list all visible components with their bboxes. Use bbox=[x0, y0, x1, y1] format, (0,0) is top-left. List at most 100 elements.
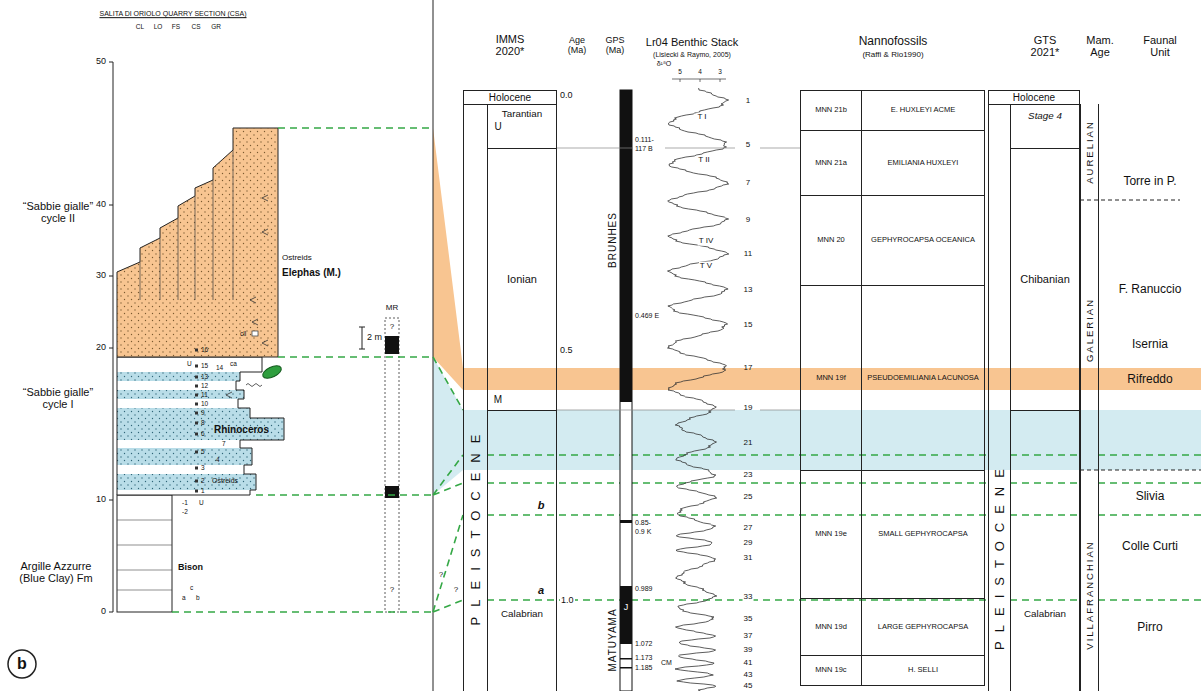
annotation-label: Bison bbox=[178, 563, 203, 573]
annotation-label: Slivia bbox=[1136, 490, 1165, 503]
layer-rect bbox=[620, 520, 632, 523]
series-column: PLEISTOCENE bbox=[988, 104, 1011, 691]
annotation-label: 2 m bbox=[367, 333, 382, 343]
annotation-label: 7 bbox=[222, 440, 226, 447]
annotation-label: a bbox=[538, 584, 544, 596]
drawn-line bbox=[226, 195, 268, 398]
layer-rect bbox=[117, 418, 284, 440]
box-label: Ionian bbox=[507, 273, 537, 285]
zone-name: SMALL GEPHYROCAPSA bbox=[861, 471, 984, 598]
annotation-label: 5 bbox=[201, 448, 205, 455]
boundary-rule bbox=[557, 148, 800, 410]
annotation-label: b bbox=[538, 499, 545, 511]
rule-line bbox=[113, 62, 114, 612]
layer-rect bbox=[620, 90, 632, 402]
box-label: AURELIAN bbox=[1084, 120, 1094, 184]
annotation-label: 0.9 K bbox=[634, 528, 652, 536]
layer-rect bbox=[252, 331, 258, 336]
layer-rect bbox=[117, 372, 240, 381]
annotation-label: 11 bbox=[201, 391, 208, 398]
magnetic-column bbox=[359, 318, 399, 612]
annotation-label: 15 bbox=[744, 321, 753, 330]
zone-code: MNN 19f bbox=[801, 286, 861, 470]
annotation-label: GR bbox=[211, 23, 221, 30]
annotation-label: δ¹⁸O bbox=[657, 60, 672, 68]
annotation-label: 31 bbox=[744, 554, 753, 563]
mammal-age-box: AURELIAN bbox=[1080, 104, 1099, 201]
layer-rect bbox=[117, 390, 244, 399]
annotation-label: ca bbox=[230, 360, 237, 367]
box-label: Chibanian bbox=[1020, 273, 1070, 285]
annotation-label: T I bbox=[696, 113, 707, 122]
annotation-label: T IV bbox=[698, 237, 715, 246]
zone-name: LARGE GEPHYROCAPSA bbox=[861, 599, 984, 655]
annotation-label: 0 bbox=[101, 607, 106, 617]
annotation-label: 2 bbox=[201, 477, 205, 484]
annotation-label: 0.111- bbox=[634, 136, 655, 144]
annotation-label: 13 bbox=[201, 373, 208, 380]
annotation-label: (Raffi & Rio1990) bbox=[862, 51, 923, 60]
annotation-label: 4 bbox=[698, 68, 702, 75]
annotation-label: 1.072 bbox=[634, 640, 654, 648]
layer-rect bbox=[117, 490, 250, 495]
box-label: PLEISTOCENE bbox=[992, 460, 1006, 650]
annotation-label: 41 bbox=[744, 659, 753, 668]
layer-rect bbox=[117, 357, 262, 372]
annotation-label: Nannofossils bbox=[859, 35, 928, 48]
zone-code: MNN 19d bbox=[801, 599, 861, 655]
layer-rect bbox=[117, 440, 240, 448]
box-label: Tarantian bbox=[488, 109, 556, 120]
annotation-label: “Sabbie gialle” cycle I bbox=[10, 386, 106, 410]
layer-rect bbox=[117, 474, 256, 490]
annotation-label: Elephas (M.) bbox=[282, 267, 341, 278]
layer-rect bbox=[385, 336, 399, 354]
band-shape bbox=[433, 128, 463, 390]
annotation-label: 27 bbox=[744, 524, 753, 533]
annotation-label: 40 bbox=[96, 200, 106, 210]
drawn-line bbox=[195, 349, 198, 493]
zone-box: MNN 21aEMILIANIA HUXLEYI bbox=[800, 130, 985, 196]
annotation-label: 1 bbox=[201, 487, 205, 494]
panel-divider bbox=[433, 0, 434, 691]
annotation-label: 30 bbox=[96, 271, 106, 281]
annotation-label: Pirro bbox=[1137, 621, 1162, 634]
stage-box: Calabrian bbox=[487, 410, 557, 691]
annotation-label: 8 bbox=[201, 419, 205, 426]
annotation-label: CM bbox=[660, 659, 673, 667]
zone-box: MNN 19eSMALL GEPHYROCAPSA bbox=[800, 470, 985, 599]
layer-rect bbox=[117, 418, 284, 440]
annotation-label: Mam. Age bbox=[1080, 34, 1120, 58]
section-log bbox=[109, 62, 284, 612]
layer-rect bbox=[620, 658, 632, 660]
annotation-label: T II bbox=[697, 156, 710, 165]
layer-rect bbox=[117, 465, 244, 474]
zone-name: GEPHYROCAPSA OCEANICA bbox=[861, 196, 984, 285]
annotation-label: 14 bbox=[216, 364, 223, 371]
zone-name: EMILIANIA HUXLEYI bbox=[861, 131, 984, 195]
correlation-lines bbox=[172, 128, 1201, 612]
layer-rect bbox=[117, 474, 256, 490]
drawn-line bbox=[140, 150, 233, 300]
annotation-label: Lr04 Benthic Stack bbox=[646, 36, 738, 48]
stage-box: Ionian bbox=[487, 148, 557, 411]
annotation-label: 17 bbox=[744, 364, 753, 373]
annotation-label: ? bbox=[390, 586, 394, 595]
annotation-label: (Lisiecki & Raymo, 2005) bbox=[653, 51, 731, 59]
annotation-label: 1.185 bbox=[634, 664, 654, 672]
isotope-axis bbox=[672, 79, 726, 82]
annotation-label: 117 B bbox=[634, 145, 654, 153]
annotation-label: 19 bbox=[744, 404, 753, 413]
annotation-label: J bbox=[624, 603, 629, 613]
annotation-label: CL bbox=[136, 23, 144, 30]
annotation-label: 16 bbox=[201, 346, 208, 353]
drawn-line bbox=[109, 62, 113, 612]
annotation-label: 0.5 bbox=[560, 346, 573, 356]
layer-rect bbox=[117, 448, 252, 465]
zone-name: E. HUXLEYI ACME bbox=[861, 91, 984, 130]
annotation-label: F. Ranuccio bbox=[1119, 283, 1182, 296]
drawn-line bbox=[172, 128, 433, 612]
epoch-box: Holocene bbox=[988, 90, 1080, 105]
annotation-label: ? bbox=[390, 323, 394, 332]
series-column: PLEISTOCENE bbox=[463, 104, 488, 691]
